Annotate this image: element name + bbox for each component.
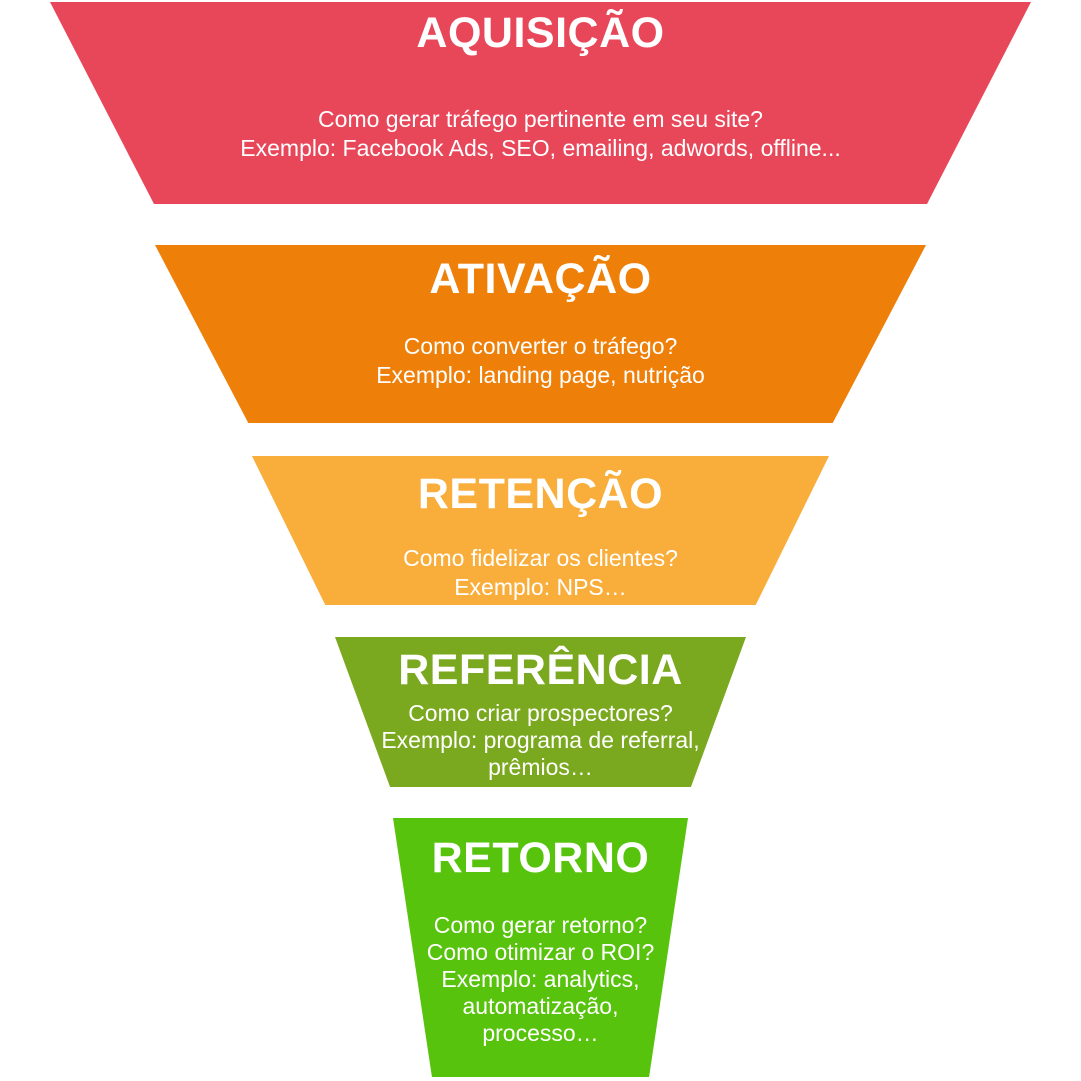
funnel-stage-ativacao: ATIVAÇÃO Como converter o tráfego? Exemp… (155, 245, 926, 423)
stage-description-aquisicao: Como gerar tráfego pertinente em seu sit… (240, 105, 840, 163)
funnel-stage-retencao: RETENÇÃO Como fidelizar os clientes? Exe… (252, 456, 829, 605)
stage-description-ativacao: Como converter o tráfego? Exemplo: landi… (376, 332, 705, 390)
stage-description-line: Como fidelizar os clientes? (403, 544, 678, 571)
stage-description-line: Exemplo: landing page, nutrição (376, 361, 705, 388)
stage-description-referencia: Como criar prospectores? Exemplo: progra… (381, 700, 699, 781)
stage-title-retencao: RETENÇÃO (417, 470, 664, 518)
stage-description-line: Exemplo: Facebook Ads, SEO, emailing, ad… (240, 134, 841, 161)
stage-description-line: Como gerar retorno? (433, 911, 648, 938)
stage-title-referencia: REFERÊNCIA (398, 646, 683, 694)
stage-description-line: Como converter o tráfego? (403, 332, 678, 359)
stage-description-line: Exemplo: programa de referral, (381, 726, 700, 753)
stage-description-line: Exemplo: NPS… (454, 573, 627, 600)
stage-title-ativacao: ATIVAÇÃO (429, 255, 652, 303)
stage-description-line: prêmios… (488, 753, 593, 780)
stage-title-aquisicao: AQUISIÇÃO (416, 9, 665, 57)
funnel-stage-referencia: REFERÊNCIA Como criar prospectores? Exem… (335, 637, 746, 787)
stage-description-line: Como gerar tráfego pertinente em seu sit… (318, 105, 763, 132)
stage-description-line: Como otimizar o ROI? (426, 938, 655, 965)
stage-description-line: Exemplo: analytics, (441, 965, 640, 992)
stage-description-retorno: Como gerar retorno? Como otimizar o ROI?… (427, 912, 655, 1047)
stage-description-line: processo… (482, 1019, 599, 1046)
funnel-stage-aquisicao: AQUISIÇÃO Como gerar tráfego pertinente … (50, 2, 1031, 204)
stage-description-retencao: Como fidelizar os clientes? Exemplo: NPS… (403, 544, 678, 602)
stage-description-line: automatização, (462, 992, 619, 1019)
funnel-stage-retorno: RETORNO Como gerar retorno? Como otimiza… (393, 818, 688, 1077)
stage-description-line: Como criar prospectores? (408, 699, 673, 726)
stage-title-retorno: RETORNO (431, 834, 650, 882)
